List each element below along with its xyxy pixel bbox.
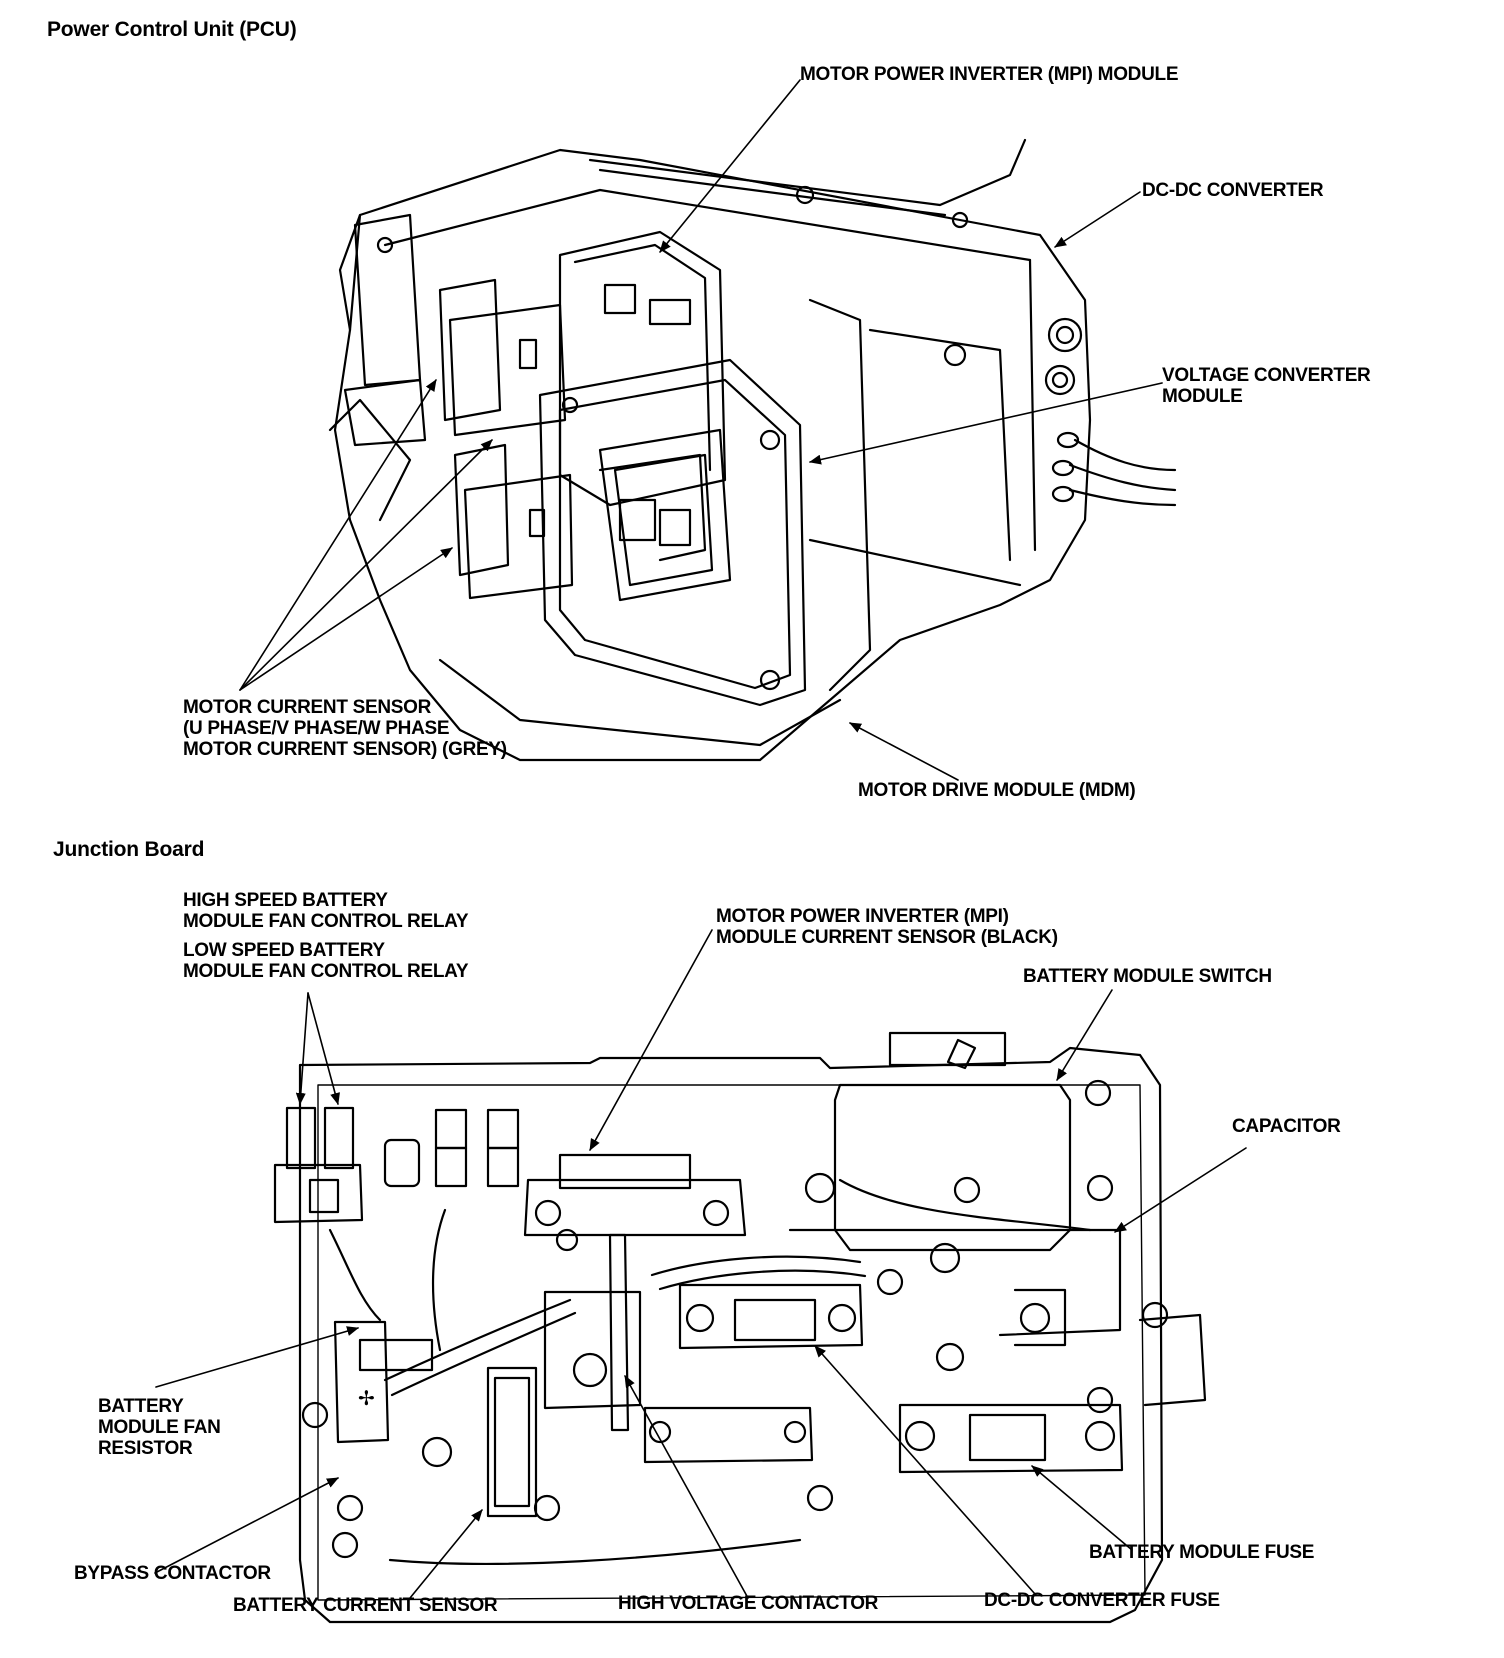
label-mpi-current-sensor-line1: MOTOR POWER INVERTER (MPI)	[716, 906, 1009, 927]
label-fan-resistor-line1: BATTERY	[98, 1396, 184, 1417]
label-motor-current-sensor-line2: (U PHASE/V PHASE/W PHASE	[183, 718, 450, 739]
pcu-section-title: Power Control Unit (PCU)	[47, 18, 297, 41]
label-high-voltage-contactor: HIGH VOLTAGE CONTACTOR	[618, 1593, 879, 1614]
junction-section-title: Junction Board	[53, 838, 205, 861]
label-mpi-current-sensor-line2: MODULE CURRENT SENSOR (BLACK)	[716, 927, 1058, 948]
label-low-speed-relay-line1: LOW SPEED BATTERY	[183, 940, 385, 961]
label-motor-current-sensor-line3: MOTOR CURRENT SENSOR) (GREY)	[183, 739, 507, 760]
label-voltage-converter-module-line1: VOLTAGE CONVERTER	[1162, 365, 1371, 386]
label-dcdc-converter-fuse: DC-DC CONVERTER FUSE	[984, 1590, 1220, 1611]
junction-drawing: ✢	[155, 930, 1246, 1622]
label-capacitor: CAPACITOR	[1232, 1116, 1341, 1137]
label-motor-current-sensor-line1: MOTOR CURRENT SENSOR	[183, 697, 432, 718]
label-fan-resistor-line3: RESISTOR	[98, 1438, 193, 1459]
label-mpi-module: MOTOR POWER INVERTER (MPI) MODULE	[800, 64, 1179, 85]
label-voltage-converter-module-line2: MODULE	[1162, 386, 1243, 407]
pcu-drawing	[240, 80, 1175, 780]
label-high-speed-relay-line1: HIGH SPEED BATTERY	[183, 890, 388, 911]
label-motor-drive-module: MOTOR DRIVE MODULE (MDM)	[858, 780, 1136, 801]
label-high-speed-relay-line2: MODULE FAN CONTROL RELAY	[183, 911, 469, 932]
label-dcdc-converter: DC-DC CONVERTER	[1142, 180, 1324, 201]
label-battery-module-switch: BATTERY MODULE SWITCH	[1023, 966, 1272, 987]
label-low-speed-relay-line2: MODULE FAN CONTROL RELAY	[183, 961, 469, 982]
label-battery-module-fuse: BATTERY MODULE FUSE	[1089, 1542, 1315, 1563]
label-fan-resistor-line2: MODULE FAN	[98, 1417, 221, 1438]
svg-text:✢: ✢	[358, 1386, 375, 1410]
label-bypass-contactor: BYPASS CONTACTOR	[74, 1563, 271, 1584]
label-battery-current-sensor: BATTERY CURRENT SENSOR	[233, 1595, 498, 1616]
